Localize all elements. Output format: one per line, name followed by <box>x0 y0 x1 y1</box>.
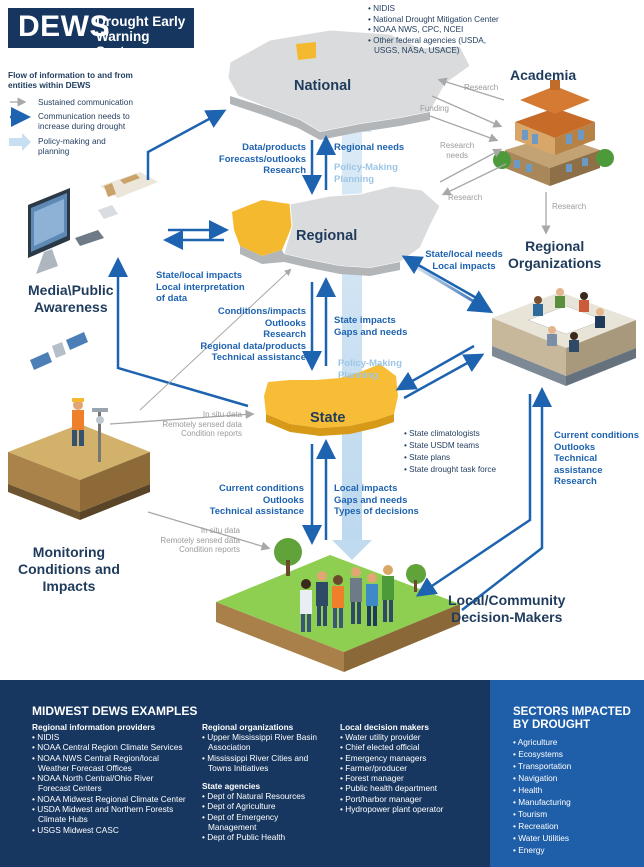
legend-policy: Policy-making and planning <box>38 136 106 156</box>
legend-sustained: Sustained communication <box>38 97 134 107</box>
legend-increase: Communication needs to increase during d… <box>38 111 130 131</box>
node-state: State <box>310 410 346 426</box>
state-resources-list: • State climatologists • State USDM team… <box>404 429 497 474</box>
flow-research-mid: Research <box>448 193 483 202</box>
state-map <box>264 364 398 436</box>
satellite <box>30 332 88 370</box>
footer-col-regional-orgs: Regional organizations • Upper Mississip… <box>202 722 317 843</box>
flow-policy-top: Policy-Making Planning <box>334 162 398 185</box>
node-academia: Academia <box>510 67 577 83</box>
flow-arrows <box>108 77 552 611</box>
diagram-artwork <box>8 29 636 672</box>
footer-col-providers: Regional information providers • NIDIS •… <box>32 722 186 835</box>
regional-map <box>232 185 441 276</box>
flow-policy-mid: Policy-Making Planning <box>338 358 402 381</box>
node-local: Local/Community Decision-Makers <box>448 592 566 625</box>
flow-current-conditions-right: Current conditions Outlooks Technical as… <box>554 430 639 487</box>
flow-state-impacts: State impacts Gaps and needs <box>334 315 408 338</box>
logo-abbr: DEWS <box>18 10 110 43</box>
dews-logo: DEWS Drought Early Warning System <box>8 8 194 59</box>
flow-research-needs: Research needs <box>440 141 475 160</box>
flow-conditions-impacts: Conditions/impacts Outlooks Research Reg… <box>200 306 306 363</box>
flow-in-situ-1: In situ data Remotely sensed data Condit… <box>162 410 242 438</box>
footer-sectors-list: SECTORS IMPACTED BY DROUGHT • Agricultur… <box>513 706 631 855</box>
flow-state-local-impacts: State/local impacts Local interpretation… <box>156 270 245 304</box>
legend-icons <box>9 97 31 151</box>
node-regional: Regional <box>296 228 358 244</box>
logo-subtitle: Drought Early Warning System <box>96 14 186 59</box>
regional-org-scene <box>492 288 636 386</box>
footer-col-local: Local decision makers • Water utility pr… <box>340 722 444 815</box>
footer-title: MIDWEST DEWS EXAMPLES <box>32 704 198 718</box>
flow-research-top: Research <box>464 83 499 92</box>
node-national: National <box>294 78 352 94</box>
flow-current-conditions-left: Current conditions Outlooks Technical as… <box>209 483 304 517</box>
flow-research-right: Research <box>552 202 587 211</box>
national-agency-list: • NIDIS • National Drought Mitigation Ce… <box>368 4 499 55</box>
flow-in-situ-2: In situ data Remotely sensed data Condit… <box>160 526 240 554</box>
flow-data-products: Data/products Forecasts/outlooks Researc… <box>218 142 306 176</box>
flow-local-impacts: Local impacts Gaps and needs Types of de… <box>334 483 419 517</box>
legend: Flow of information to and from entities… <box>8 70 133 90</box>
media-computer <box>28 172 158 274</box>
node-monitoring: Monitoring Conditions and Impacts <box>18 544 120 594</box>
node-regional-orgs: Regional Organizations <box>508 238 602 271</box>
academia-building <box>493 80 614 186</box>
flow-state-local-needs: State/local needs Local impacts <box>425 249 503 272</box>
node-media: Media\Public Awareness <box>28 282 114 315</box>
monitoring-scene <box>8 398 150 520</box>
flow-regional-needs: Regional needs <box>334 142 405 153</box>
national-map <box>227 29 471 140</box>
local-scene <box>216 538 460 672</box>
footer-sectors <box>490 680 644 867</box>
flow-funding: Funding <box>420 104 449 113</box>
